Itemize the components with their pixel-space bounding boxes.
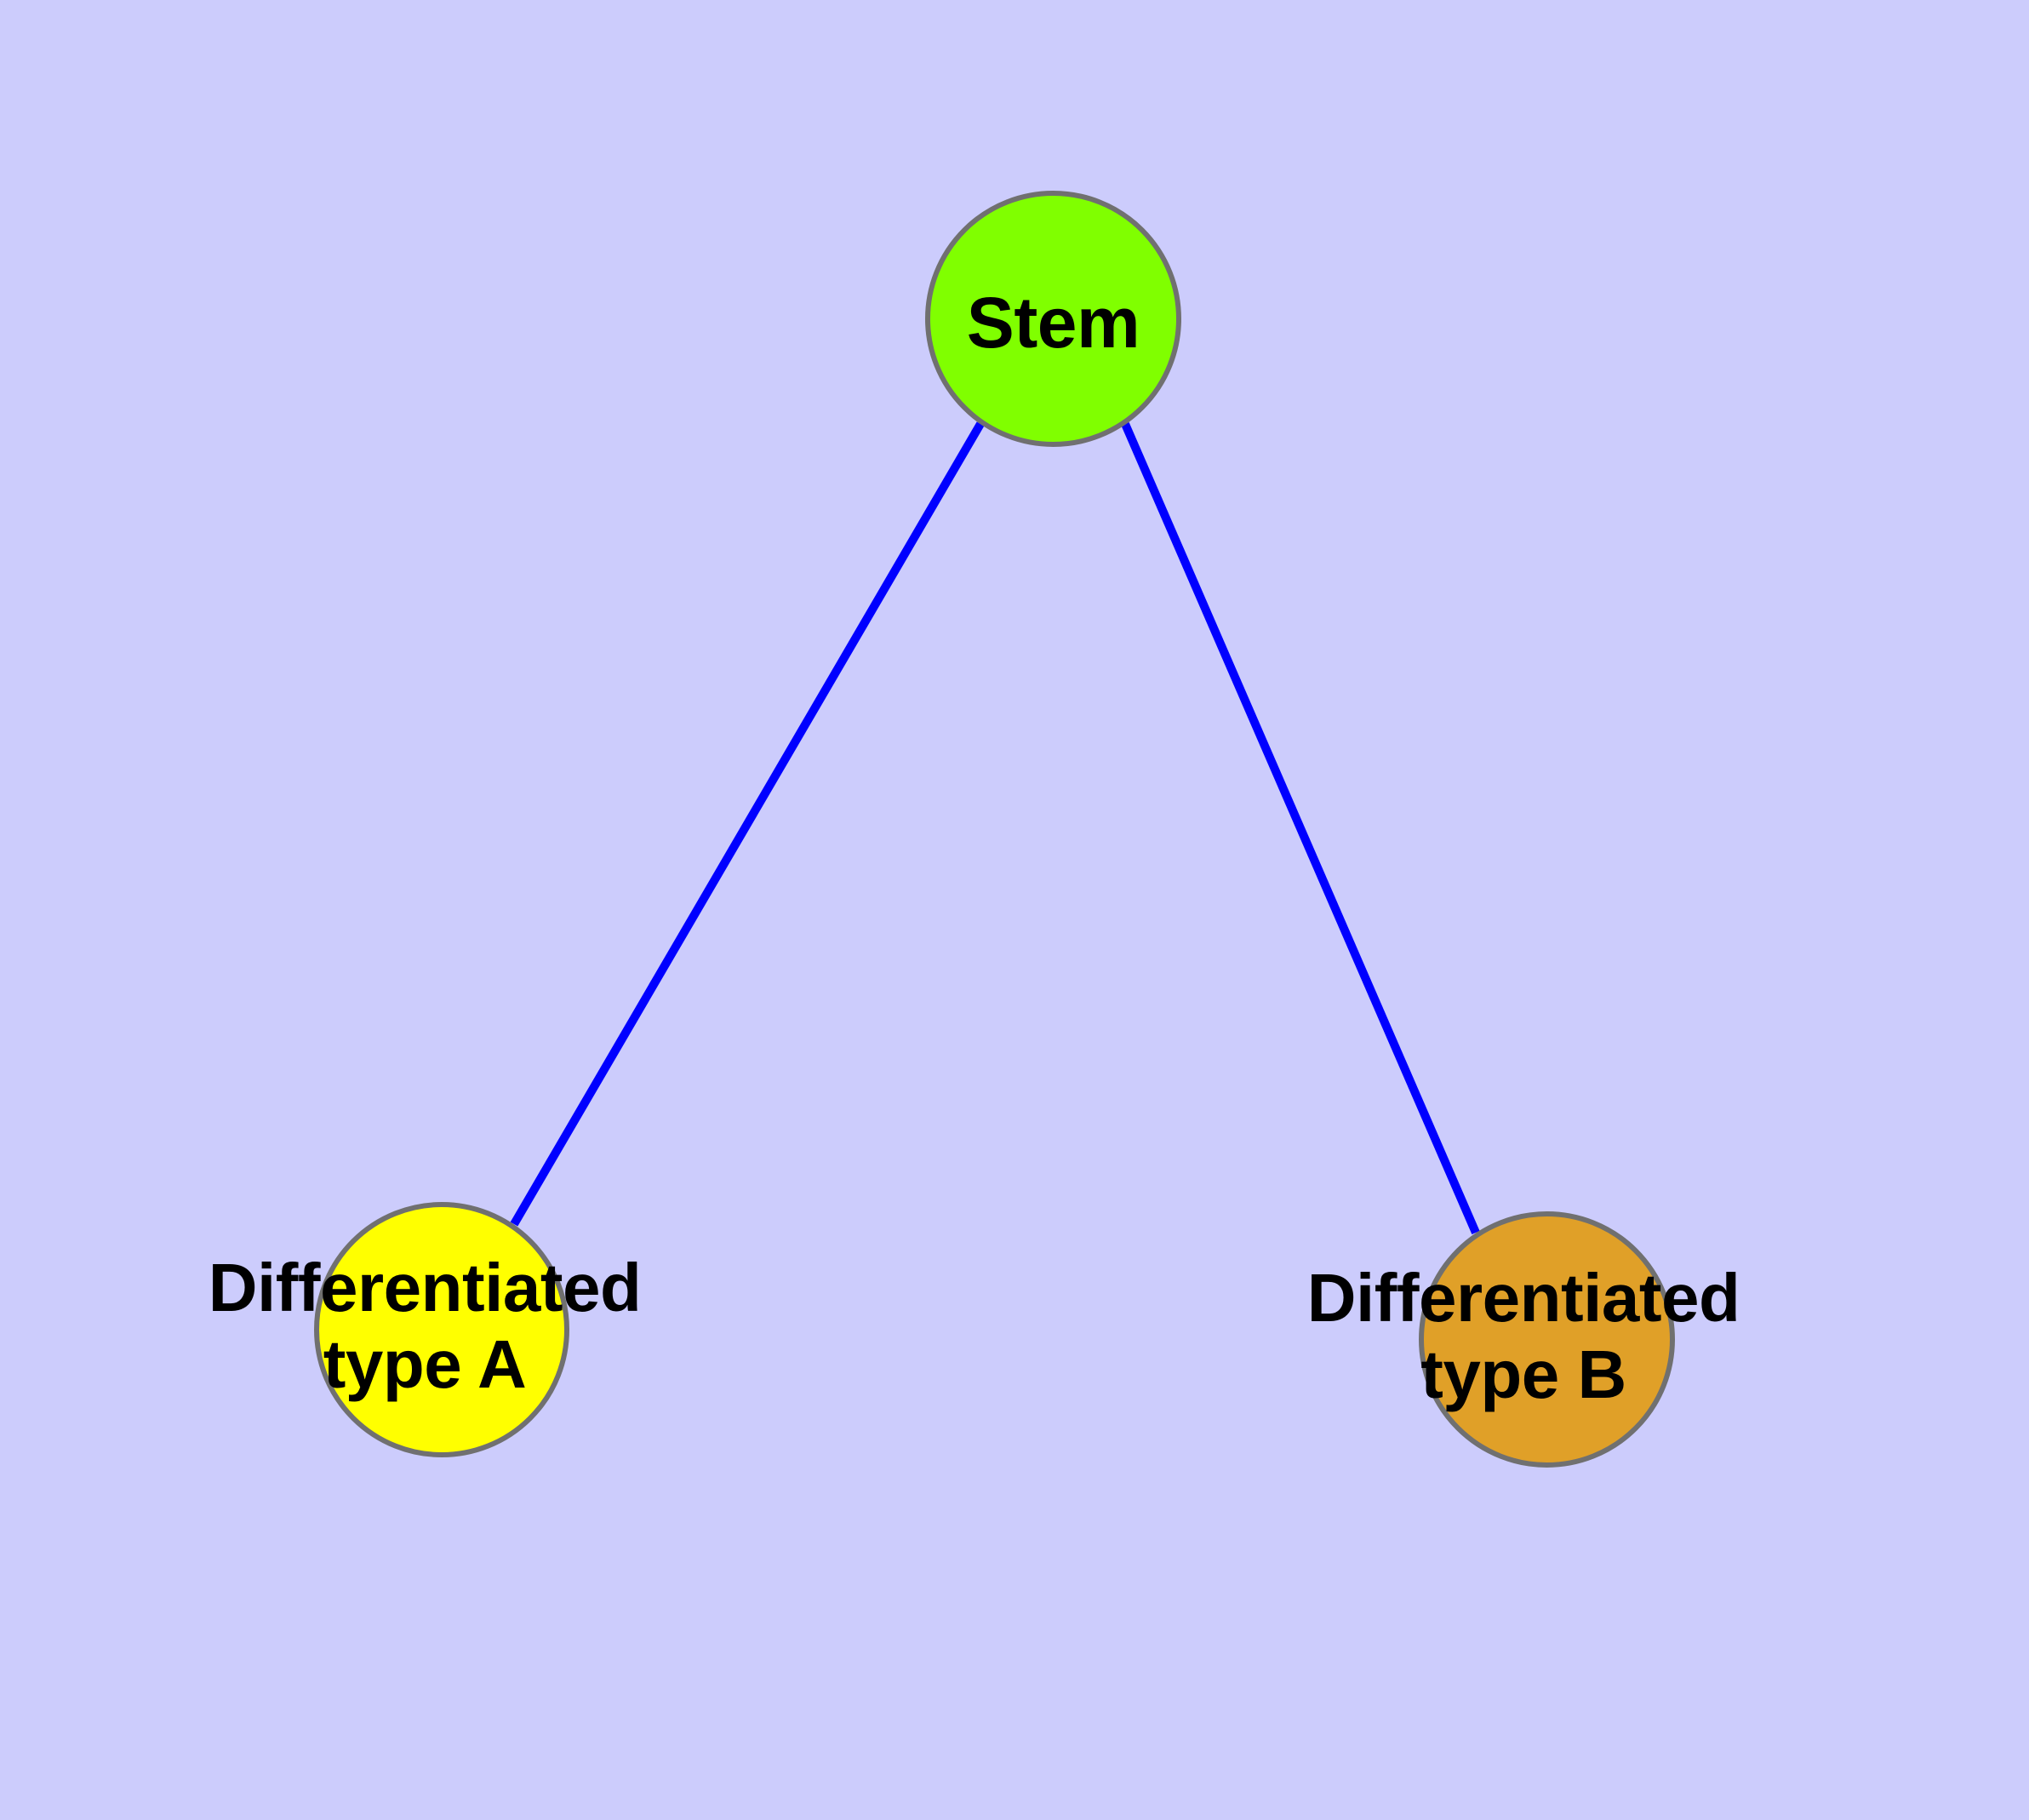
node-differentiated-type-b[interactable] (1419, 1211, 1675, 1468)
edge-stem-to-diff-b (1121, 422, 1480, 1234)
node-differentiated-type-a[interactable] (314, 1202, 569, 1457)
node-differentiated-type-a-label-line1: Differentiated (208, 1250, 642, 1325)
node-stem-label: Stem (797, 283, 1309, 363)
node-stem-label-line1: Stem (966, 283, 1140, 363)
edge-stem-to-diff-a (510, 421, 985, 1227)
node-differentiated-type-b-label-line2: type B (1420, 1336, 1626, 1412)
node-differentiated-type-a-label: Differentiated type A (127, 1250, 723, 1402)
node-differentiated-type-a-label-line2: type A (323, 1325, 527, 1402)
node-stem[interactable] (925, 191, 1181, 447)
node-differentiated-type-b-label-line1: Differentiated (1306, 1260, 1740, 1336)
node-differentiated-type-b-label: Differentiated type B (1226, 1260, 1821, 1412)
